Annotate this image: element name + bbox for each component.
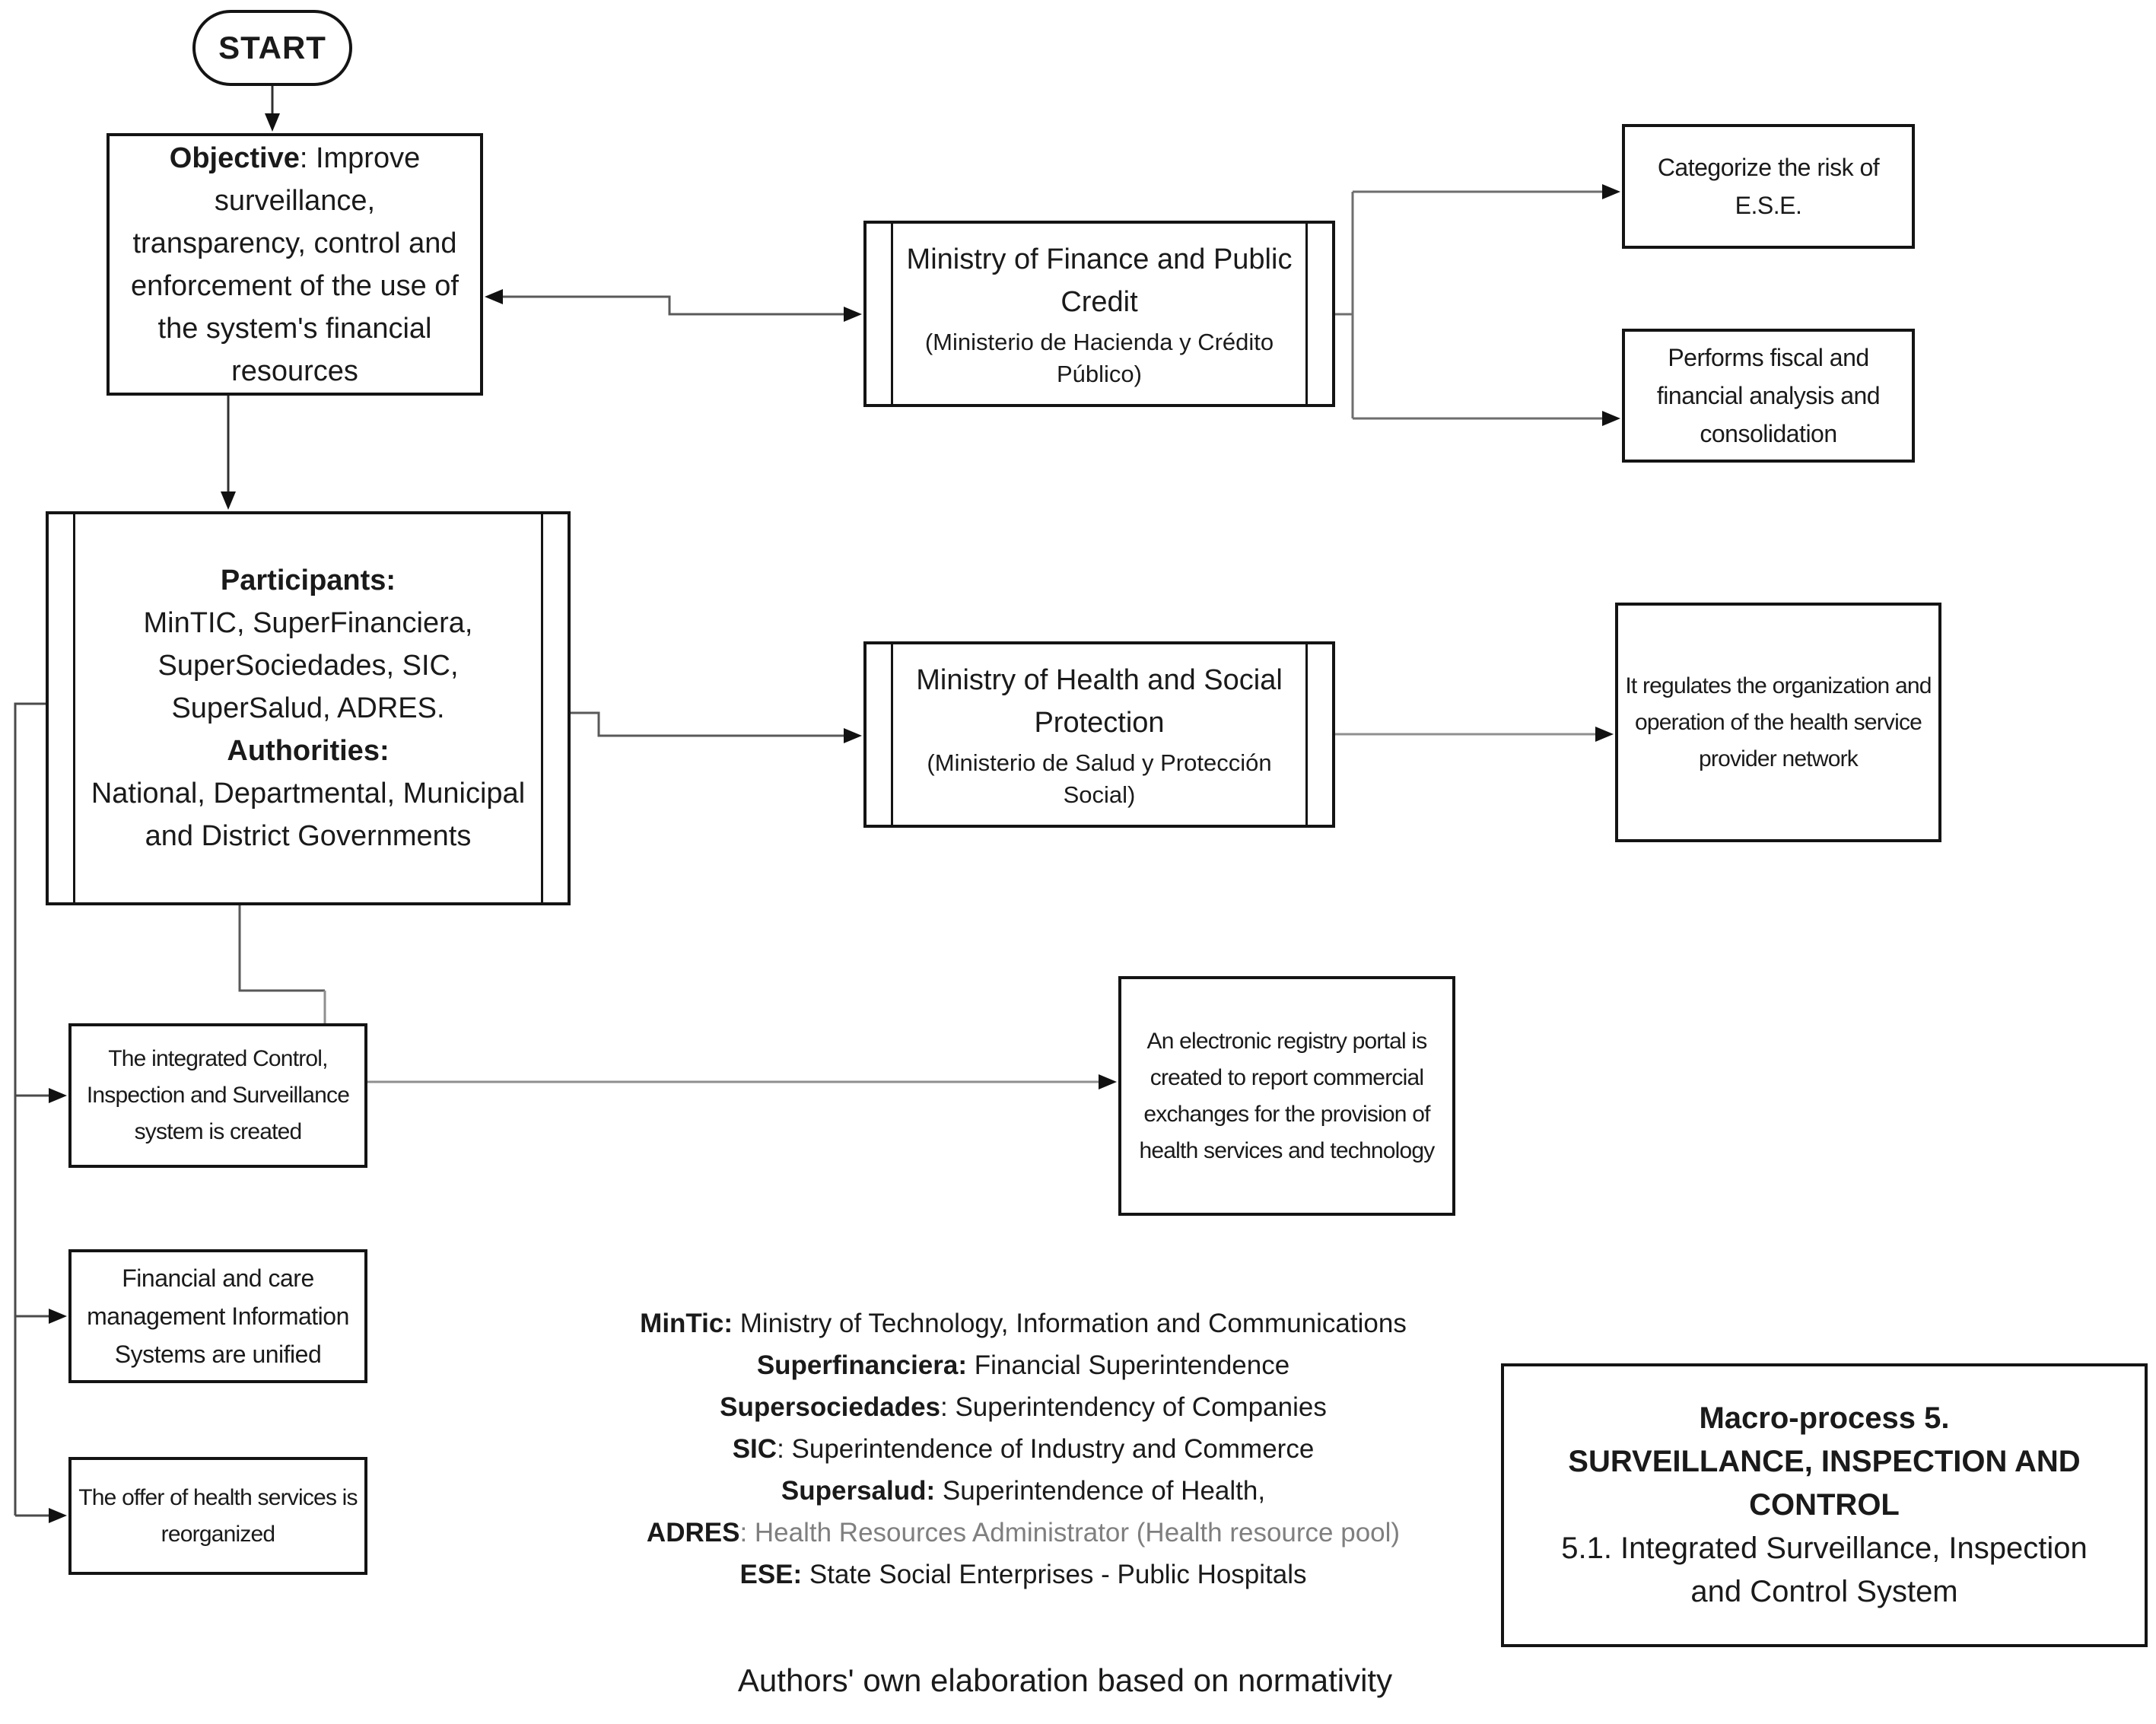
predefined-bar-right: [1305, 644, 1308, 825]
legend-definition: State Social Enterprises - Public Hospit…: [802, 1560, 1307, 1589]
predefined-bar-left: [891, 224, 893, 404]
arrow-objective-finance: [485, 289, 862, 322]
legend-definition: : Health Resources Administrator (Health…: [739, 1518, 1401, 1547]
participants-label: Participants:: [220, 565, 396, 596]
start-node: START: [192, 10, 352, 86]
authorities-label: Authorities:: [227, 735, 390, 767]
legend-definition: Financial Superintendence: [967, 1350, 1290, 1380]
registry-text: An electronic registry portal is created…: [1139, 1028, 1436, 1163]
legend-item: Superfinanciera: Financial Superintenden…: [533, 1344, 1514, 1386]
health-offer-node: The offer of health services is reorgani…: [68, 1457, 367, 1575]
source-caption: Authors' own elaboration based on normat…: [737, 1662, 1393, 1698]
legend-definition: : Superintendence of Industry and Commer…: [777, 1434, 1315, 1464]
legend-definition: Ministry of Technology, Information and …: [733, 1309, 1407, 1338]
performs-text: Performs fiscal and financial analysis a…: [1656, 344, 1881, 447]
legend-item: ESE: State Social Enterprises - Public H…: [533, 1554, 1514, 1595]
start-label: START: [218, 30, 326, 65]
macro-process-node: Macro-process 5. SURVEILLANCE, INSPECTIO…: [1501, 1363, 2148, 1647]
legend-term: ADRES: [646, 1518, 740, 1547]
macro-line1: Macro-process 5.: [1699, 1401, 1950, 1435]
arrow-objective-to-participants: [221, 396, 236, 510]
regulates-network-node: It regulates the organization and operat…: [1615, 603, 1941, 842]
health-subtitle: (Ministerio de Salud y Protección Social…: [927, 749, 1272, 808]
macro-line3: 5.1. Integrated Surveillance, Inspection…: [1561, 1532, 2088, 1608]
predefined-bar-left: [73, 514, 75, 902]
fiscal-analysis-node: Performs fiscal and financial analysis a…: [1622, 329, 1915, 463]
health-ministry-node: Ministry of Health and Social Protection…: [863, 641, 1335, 828]
registry-portal-node: An electronic registry portal is created…: [1118, 976, 1455, 1216]
legend-item: SIC: Superintendence of Industry and Com…: [533, 1428, 1514, 1470]
legend-term: ESE:: [739, 1560, 803, 1589]
categorize-text: Categorize the risk of E.S.E.: [1657, 154, 1880, 219]
predefined-bar-right: [1305, 224, 1308, 404]
integrated-system-node: The integrated Control, Inspection and S…: [68, 1023, 367, 1168]
legend-item: Supersalud: Superintendence of Health,: [533, 1470, 1514, 1512]
categorize-risk-node: Categorize the risk of E.S.E.: [1622, 124, 1915, 249]
arrow-participants-left-trunk: [14, 702, 67, 1523]
legend-term: Superfinanciera:: [756, 1350, 968, 1380]
legend-item: ADRES: Health Resources Administrator (H…: [533, 1512, 1514, 1554]
health-title: Ministry of Health and Social Protection: [916, 663, 1283, 739]
predefined-bar-right: [541, 514, 543, 902]
regulates-text: It regulates the organization and operat…: [1625, 673, 1932, 771]
finance-ministry-node: Ministry of Finance and Public Credit (M…: [863, 221, 1335, 407]
objective-node: Objective: Improve surveillance, transpa…: [107, 133, 483, 396]
authorities-list: National, Departmental, Municipal and Di…: [91, 778, 526, 852]
predefined-bar-left: [891, 644, 893, 825]
arrow-finance-branches: [1335, 184, 1620, 426]
objective-text: Objective: Improve surveillance, transpa…: [131, 137, 459, 393]
legend-definition: Superintendence of Health,: [935, 1476, 1266, 1506]
arrow-start-to-objective: [265, 86, 280, 132]
objective-body: : Improve surveillance, transparency, co…: [131, 142, 459, 387]
macro-line2: SURVEILLANCE, INSPECTION AND CONTROL: [1568, 1445, 2081, 1522]
integrated-text: The integrated Control, Inspection and S…: [86, 1046, 350, 1144]
legend-term: Supersociedades: [720, 1392, 941, 1422]
participants-list: MinTIC, SuperFinanciera, SuperSociedades…: [143, 607, 473, 724]
finance-subtitle: (Ministerio de Hacienda y Crédito Públic…: [924, 328, 1274, 387]
objective-label: Objective: [169, 142, 300, 174]
offer-text: The offer of health services is reorgani…: [78, 1484, 358, 1547]
legend-item: Supersociedades: Superintendency of Comp…: [533, 1386, 1514, 1428]
arrow-participants-to-health: [571, 711, 862, 743]
information-systems-node: Financial and care management Informatio…: [68, 1249, 367, 1383]
legend-item: MinTic: Ministry of Technology, Informat…: [533, 1303, 1514, 1344]
legend-definition: : Superintendency of Companies: [940, 1392, 1327, 1422]
legend-term: MinTic:: [640, 1309, 733, 1338]
abbreviation-legend: MinTic: Ministry of Technology, Informat…: [533, 1303, 1514, 1595]
financial-text: Financial and care management Informatio…: [87, 1264, 349, 1368]
arrow-participants-to-registry: [238, 905, 1117, 1089]
legend-term: SIC: [732, 1434, 777, 1464]
arrow-health-to-regulates: [1335, 727, 1614, 742]
finance-title: Ministry of Finance and Public Credit: [906, 243, 1293, 318]
legend-term: Supersalud:: [781, 1476, 936, 1506]
participants-node: Participants: MinTIC, SuperFinanciera, S…: [46, 511, 571, 905]
